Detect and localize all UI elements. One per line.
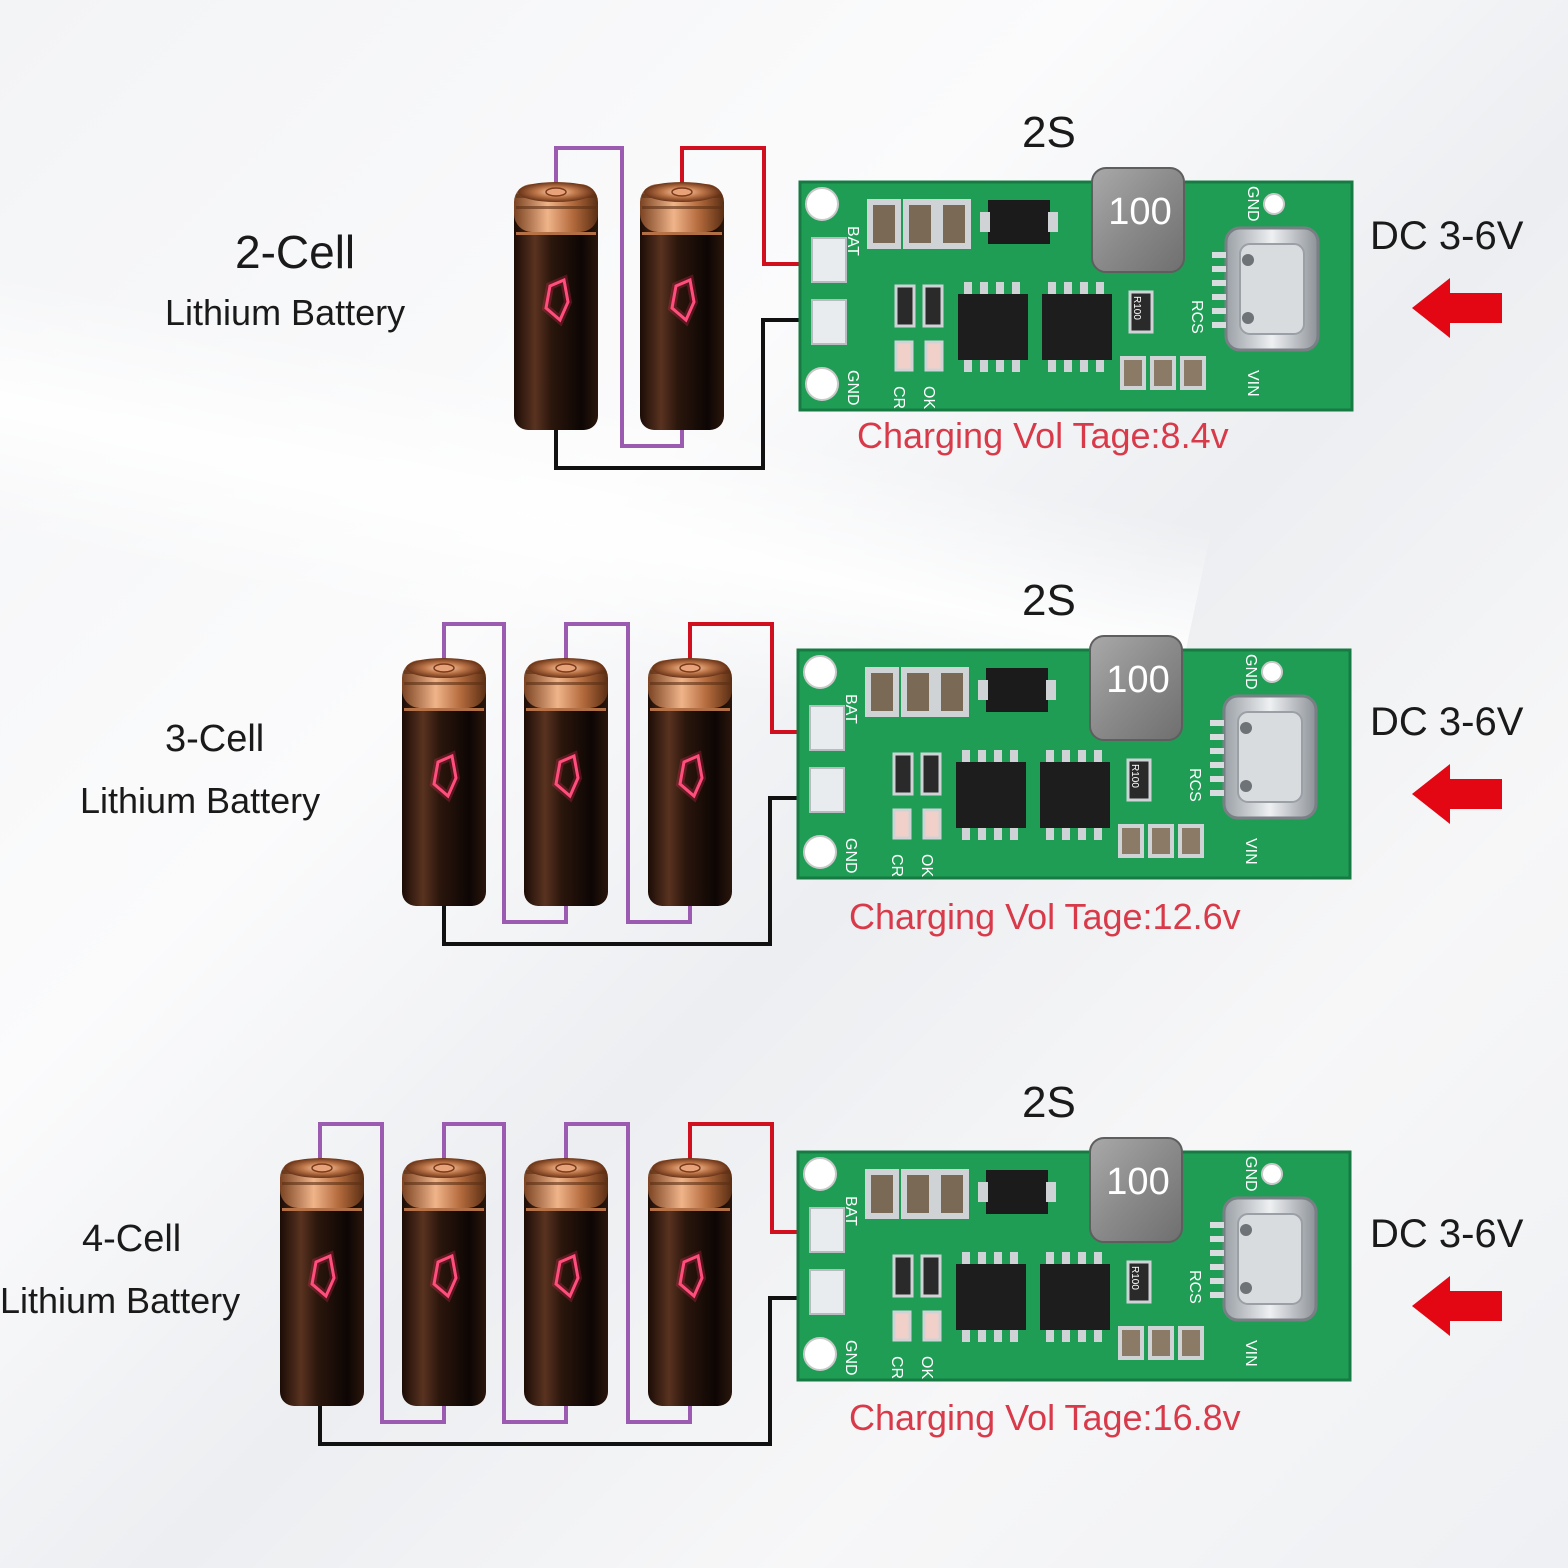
resistor-label: R100 [1129, 1266, 1140, 1290]
pin-cr-label: CR [890, 386, 907, 409]
inductor-label: 100 [1106, 1161, 1169, 1203]
inductor-label: 100 [1106, 659, 1169, 701]
board-silkscreen: 100 BAT GND GND RCS VIN CR OK R100 100 B… [842, 186, 1261, 1379]
pin-rcs-label: RCS [1188, 300, 1205, 334]
input-label-row1: DC 3-6V [1370, 214, 1524, 258]
input-arrow-icon [1412, 1276, 1502, 1336]
charging-label-row2: Charging Vol Tage:12.6v [849, 896, 1241, 937]
pin-ok-label: OK [920, 386, 937, 409]
pin-vin-label: VIN [1242, 838, 1259, 865]
pin-gnd-label: GND [1242, 654, 1259, 690]
battery-cell [648, 1158, 732, 1406]
row-3cell [402, 622, 1502, 946]
battery-cell [280, 1158, 364, 1406]
pin-cr-label: CR [888, 1356, 905, 1379]
pin-vin-label: VIN [1244, 370, 1261, 397]
battery-label-2: Lithium Battery [165, 292, 406, 333]
wire-series-4-2 [442, 1122, 568, 1424]
wire-series-4-1 [318, 1122, 446, 1424]
wire-series-3-1 [442, 622, 568, 924]
wire-positive-row1 [680, 146, 826, 266]
battery-cell [648, 658, 732, 906]
battery-label-4: Lithium Battery [0, 1280, 241, 1321]
pin-gnd-label: GND [1242, 1156, 1259, 1192]
cell-label-3: 3-Cell [165, 718, 265, 760]
module-label-row3: 2S [1022, 1078, 1076, 1127]
module-label-row2: 2S [1022, 576, 1076, 625]
pin-rcs-label: RCS [1186, 1270, 1203, 1304]
wire-series-2-1 [554, 146, 684, 448]
wire-positive-row3 [688, 1122, 826, 1234]
input-arrow-icon [1412, 764, 1502, 824]
wire-negative-row3 [318, 1296, 826, 1446]
cell-label-4: 4-Cell [82, 1218, 182, 1260]
pin-gnd-label: GND [1244, 186, 1261, 222]
module-label-row1: 2S [1022, 108, 1076, 157]
pin-bat-label: BAT [844, 226, 861, 256]
inductor-label: 100 [1108, 191, 1171, 233]
wire-series-4-3 [564, 1122, 692, 1424]
pin-gnd-label: GND [844, 370, 861, 406]
charging-label-row3: Charging Vol Tage:16.8v [849, 1397, 1241, 1438]
row-2cell [514, 146, 1502, 470]
resistor-label: R100 [1131, 296, 1142, 320]
wire-negative-row1 [554, 318, 826, 470]
pin-cr-label: CR [888, 854, 905, 877]
wire-series-3-2 [564, 622, 692, 924]
pin-vin-label: VIN [1242, 1340, 1259, 1367]
pin-bat-label: BAT [842, 1196, 859, 1226]
pin-bat-label: BAT [842, 694, 859, 724]
row-4cell [280, 1122, 1502, 1446]
battery-cell [640, 182, 724, 430]
battery-cell [524, 1158, 608, 1406]
pin-ok-label: OK [918, 1356, 935, 1379]
input-label-row3: DC 3-6V [1370, 1212, 1524, 1256]
charging-label-row1: Charging Vol Tage:8.4v [857, 415, 1229, 456]
input-label-row2: DC 3-6V [1370, 700, 1524, 744]
wire-negative-row2 [442, 796, 826, 946]
wire-positive-row2 [688, 622, 826, 734]
resistor-label: R100 [1129, 764, 1140, 788]
battery-cell [524, 658, 608, 906]
battery-cell [402, 658, 486, 906]
battery-cell [514, 182, 598, 430]
pin-gnd-label: GND [842, 1340, 859, 1376]
charger-board [798, 636, 1350, 878]
pin-gnd-label: GND [842, 838, 859, 874]
battery-label-3: Lithium Battery [80, 780, 321, 821]
pin-ok-label: OK [918, 854, 935, 877]
input-arrow-icon [1412, 278, 1502, 338]
pin-rcs-label: RCS [1186, 768, 1203, 802]
battery-cell [402, 1158, 486, 1406]
cell-label-2: 2-Cell [235, 226, 356, 278]
charger-board [800, 168, 1352, 410]
charger-board [798, 1138, 1350, 1380]
